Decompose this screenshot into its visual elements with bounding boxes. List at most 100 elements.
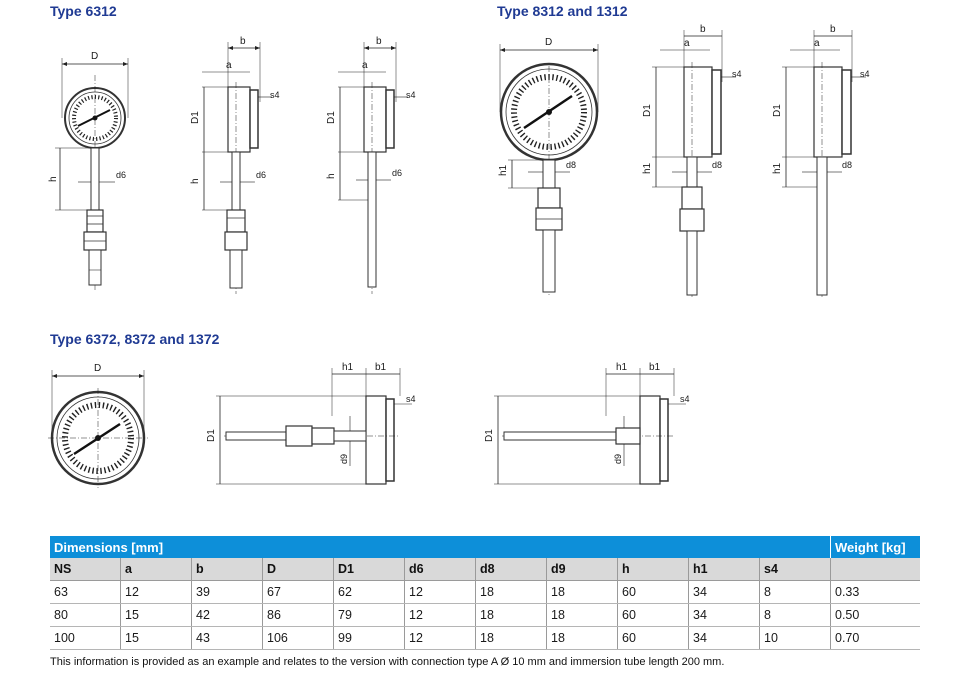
section-title-type-8312-1312: Type 8312 and 1312 [497, 3, 628, 19]
table-cell: 12 [120, 580, 192, 604]
dim-label-b1: b1 [375, 362, 387, 373]
dim-label-d6: d6 [256, 170, 266, 180]
column-header-b: b [191, 558, 263, 581]
section-title-type-6372-8372-1372: Type 6372, 8372 and 1372 [50, 331, 220, 347]
dim-label-d8: d8 [566, 160, 576, 170]
dim-label-d8: d8 [842, 160, 852, 170]
dim-label-b: b [240, 36, 246, 47]
table-cell: 18 [546, 580, 618, 604]
dimensions-table: Dimensions [mm] Weight [kg] NS a b D D1 … [50, 536, 920, 650]
drawing-6312-side-a: b a s4 D1 h d6 [190, 36, 280, 294]
table-cell: 34 [688, 580, 760, 604]
table-cell: 0.70 [830, 626, 920, 650]
dim-label-s4: s4 [406, 394, 416, 404]
dim-label-D1: D1 [772, 104, 783, 117]
drawing-8312-front: D h1 d8 [498, 37, 599, 295]
table-cell: 8 [759, 603, 831, 627]
dim-label-s4: s4 [680, 394, 690, 404]
dim-label-h: h [190, 178, 201, 184]
column-header-ns: NS [50, 558, 121, 581]
table-row: 80 15 42 86 79 12 18 18 60 34 8 0.50 [50, 603, 920, 627]
column-header-d1: D1 [333, 558, 405, 581]
dim-label-h1: h1 [498, 164, 509, 176]
dim-label-h: h [48, 176, 59, 182]
dim-label-a: a [362, 60, 368, 71]
column-header-weight [830, 558, 920, 581]
table-row: 63 12 39 67 62 12 18 18 60 34 8 0.33 [50, 580, 920, 604]
table-cell: 0.33 [830, 580, 920, 604]
dim-label-h1: h1 [342, 362, 354, 373]
dim-label-D1: D1 [190, 111, 201, 124]
dim-label-d6: d6 [116, 170, 126, 180]
dim-label-b: b [376, 36, 382, 47]
dim-label-s4: s4 [406, 90, 416, 100]
weight-group-header: Weight [kg] [830, 536, 920, 558]
column-header-s4: s4 [759, 558, 831, 581]
dim-label-h1: h1 [772, 162, 783, 174]
table-cell: 18 [475, 580, 547, 604]
column-header-d8: d8 [475, 558, 547, 581]
column-header-h1: h1 [688, 558, 760, 581]
table-cell: 60 [617, 603, 689, 627]
table-cell: 60 [617, 580, 689, 604]
drawing-6312-side-b: b a s4 D1 h d6 [326, 36, 416, 294]
table-cell: 12 [404, 626, 476, 650]
table-cell: 80 [50, 603, 121, 627]
table-cell: 34 [688, 626, 760, 650]
dimensions-group-header: Dimensions [mm] [50, 536, 831, 558]
table-cell: 67 [262, 580, 334, 604]
dim-label-s4: s4 [270, 90, 280, 100]
dim-label-s4: s4 [732, 69, 742, 79]
table-cell: 62 [333, 580, 405, 604]
dim-label-d9: d9 [339, 454, 349, 464]
dim-label-a: a [226, 60, 232, 71]
drawing-6372-side-a: h1 b1 s4 D1 d9 [206, 362, 416, 485]
table-cell: 12 [404, 580, 476, 604]
dim-label-d9: d9 [613, 454, 623, 464]
drawing-6372-side-b: h1 b1 s4 D1 d9 [484, 362, 690, 485]
dim-label-b1: b1 [649, 362, 661, 373]
dim-label-d8: d8 [712, 160, 722, 170]
footnote: This information is provided as an examp… [50, 656, 725, 668]
table-group-header-row: Dimensions [mm] Weight [kg] [50, 536, 920, 558]
table-cell: 18 [475, 626, 547, 650]
table-cell: 15 [120, 626, 192, 650]
table-cell: 79 [333, 603, 405, 627]
table-cell: 100 [50, 626, 121, 650]
section-title-type-6312: Type 6312 [50, 3, 117, 19]
table-cell: 60 [617, 626, 689, 650]
table-cell: 18 [475, 603, 547, 627]
table-cell: 99 [333, 626, 405, 650]
column-header-d9: d9 [546, 558, 618, 581]
table-cell: 34 [688, 603, 760, 627]
dim-label-D1: D1 [484, 429, 495, 442]
table-cell: 86 [262, 603, 334, 627]
table-cell: 18 [546, 603, 618, 627]
drawing-8312-side-a: b a s4 D1 h1 d8 [642, 24, 742, 297]
dim-label-s4: s4 [860, 69, 870, 79]
drawing-6372-front: D [48, 363, 148, 488]
dim-label-D: D [545, 37, 552, 48]
column-header-d6: d6 [404, 558, 476, 581]
column-header-h: h [617, 558, 689, 581]
table-cell: 12 [404, 603, 476, 627]
table-cell: 10 [759, 626, 831, 650]
drawing-8312-side-b: b a s4 D1 h1 d8 [772, 24, 870, 297]
dim-label-h1: h1 [616, 362, 628, 373]
dim-label-b: b [830, 24, 836, 35]
dim-label-d6: d6 [392, 168, 402, 178]
table-cell: 42 [191, 603, 263, 627]
table-cell: 106 [262, 626, 334, 650]
dim-label-a: a [684, 38, 690, 49]
dim-label-h1: h1 [642, 162, 653, 174]
table-row: 100 15 43 106 99 12 18 18 60 34 10 0.70 [50, 626, 920, 650]
dim-label-b: b [700, 24, 706, 35]
column-header-d: D [262, 558, 334, 581]
dim-label-D1: D1 [642, 104, 653, 117]
dim-label-a: a [814, 38, 820, 49]
dim-label-D: D [91, 51, 98, 62]
table-cell: 15 [120, 603, 192, 627]
column-header-a: a [120, 558, 192, 581]
table-cell: 8 [759, 580, 831, 604]
table-cell: 18 [546, 626, 618, 650]
